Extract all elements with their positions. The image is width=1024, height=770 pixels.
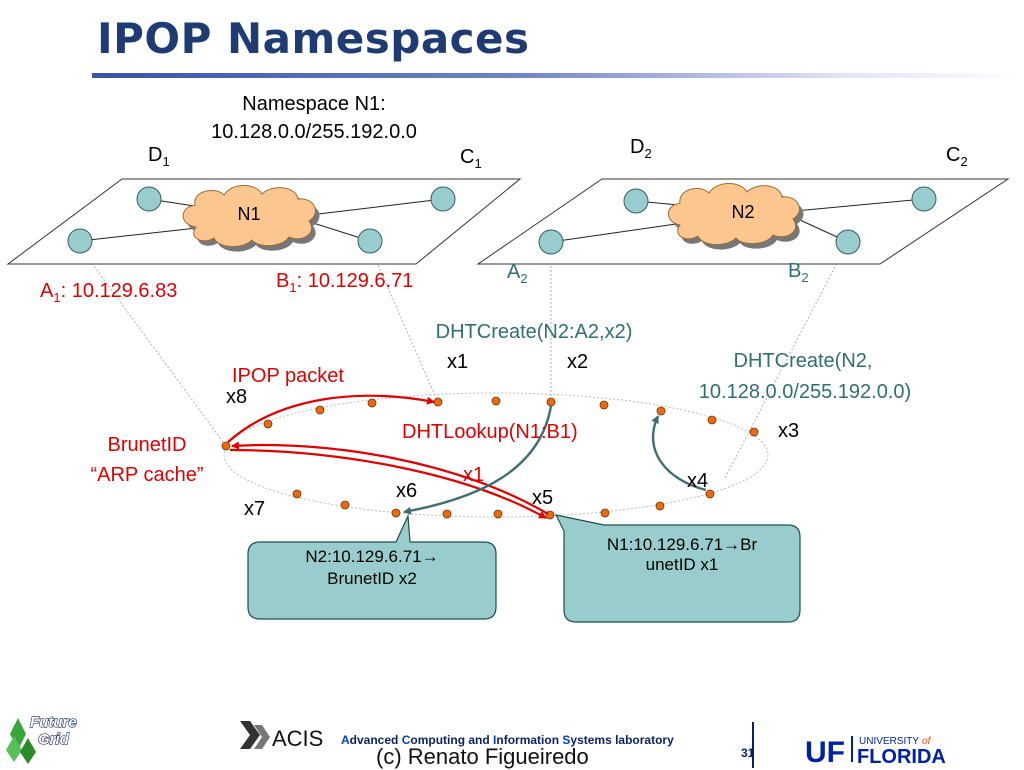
ring-nodes	[221, 396, 759, 520]
ring-node-x4[interactable]	[705, 489, 715, 499]
projection-line-b1	[369, 246, 439, 403]
ring-node-x2[interactable]	[546, 397, 556, 407]
lookup-reply-arrow	[231, 441, 549, 515]
dhtcreate-a2-arrow	[403, 405, 553, 515]
callout-right-line2: unetID x1	[646, 555, 719, 574]
label-c2: C2	[946, 144, 968, 169]
node-d1[interactable]	[136, 186, 162, 212]
ring-node[interactable]	[340, 500, 350, 510]
brunetid-label-line2: “ARP cache”	[90, 464, 203, 486]
acis-logo: ACIS	[240, 721, 323, 751]
page-number: 31	[741, 746, 755, 760]
namespace-n2-plane: N2	[476, 178, 1010, 265]
node-c1[interactable]	[430, 186, 456, 212]
namespace-n1-plane: N1	[6, 178, 522, 265]
lab-name: Advanced Computing and Information Syste…	[341, 733, 674, 747]
ring-node[interactable]	[656, 406, 666, 416]
label-d1: D1	[148, 144, 170, 169]
author-credit: (c) Renato Figueiredo	[376, 744, 589, 769]
ring-node-x3[interactable]	[749, 427, 759, 437]
brunet-ring	[223, 392, 769, 518]
n1-cloud-label: N1	[237, 204, 260, 224]
ring-label-x1: x1	[447, 351, 468, 373]
ring-node-x1[interactable]	[433, 397, 443, 407]
label-a2: A2	[507, 261, 528, 286]
n2-link-c2	[794, 198, 925, 212]
ring-node[interactable]	[707, 415, 717, 425]
dhtcreate-a2-label: DHTCreate(N2:A2,x2)	[436, 321, 633, 343]
ring-label-x4: x4	[687, 470, 708, 492]
page-divider	[752, 722, 754, 768]
dhtlookup-label: DHTLookup(N1:B1)	[402, 421, 578, 443]
ring-label-x8: x8	[226, 386, 247, 408]
ring-node-x7[interactable]	[292, 489, 302, 499]
ipop-packet-arrow	[227, 394, 435, 443]
ring-label-x7: x7	[244, 498, 265, 520]
uf-logo-mark: UF	[805, 736, 845, 766]
namespace-n1-range: 10.128.0.0/255.192.0.0	[211, 121, 417, 143]
label-d2: D2	[630, 136, 652, 161]
node-d2[interactable]	[623, 188, 649, 214]
label-b2: B2	[788, 260, 809, 285]
ring-node-x5[interactable]	[545, 510, 555, 520]
cloud-icon	[182, 185, 320, 252]
callout-left-line1: N2:10.129.6.71→	[305, 547, 438, 566]
ring-label-x1-red: x1	[463, 464, 484, 486]
ring-label-x6: x6	[396, 480, 417, 502]
uf-logo-florida: FLORIDA	[857, 746, 946, 766]
namespace-n1-title: Namespace N1:	[242, 93, 385, 115]
node-a1[interactable]	[67, 228, 93, 254]
ring-node-x6[interactable]	[391, 508, 401, 518]
projection-line-a1	[79, 246, 227, 447]
futuregrid-logo-line1: Future	[30, 714, 77, 731]
node-a2[interactable]	[538, 229, 564, 255]
label-b1: B1: 10.129.6.71	[276, 270, 413, 295]
label-c1: C1	[460, 146, 482, 171]
futuregrid-logo: Future Grid	[6, 713, 77, 764]
projection-lines	[79, 241, 849, 479]
projection-line-b2	[724, 241, 849, 479]
callout-right	[554, 514, 801, 623]
red-arrows	[227, 394, 549, 519]
callout-left-line2: BrunetID x2	[327, 569, 417, 588]
ipop-packet-label: IPOP packet	[232, 365, 344, 387]
ring-node[interactable]	[367, 398, 377, 408]
slide-title: IPOP Namespaces	[97, 14, 530, 63]
dhtcreate-n2-arrow	[651, 415, 707, 492]
node-b2[interactable]	[835, 229, 861, 255]
futuregrid-logo-line2: Grid	[38, 731, 70, 748]
ring-node[interactable]	[493, 509, 503, 519]
brunetid-label-line1: BrunetID	[108, 434, 187, 456]
lookup-request-arrow	[229, 448, 547, 519]
title-rule	[92, 73, 1024, 78]
ring-node[interactable]	[442, 509, 452, 519]
cloud-icon	[667, 183, 804, 250]
ring-label-x5: x5	[532, 487, 553, 509]
ring-node[interactable]	[600, 508, 610, 518]
dhtcreate-n2-label-line2: 10.128.0.0/255.192.0.0)	[699, 381, 911, 403]
ring-node[interactable]	[599, 400, 609, 410]
teal-arrows	[403, 405, 707, 515]
n1-link-c1	[309, 198, 444, 216]
label-a1: A1: 10.129.6.83	[40, 280, 177, 305]
callout-right-line1: N1:10.129.6.71→Br	[607, 535, 758, 554]
ring-node[interactable]	[263, 419, 273, 429]
ring-node[interactable]	[315, 405, 325, 415]
n2-cloud-label: N2	[731, 202, 754, 222]
ring-node[interactable]	[491, 396, 501, 406]
ring-label-x3: x3	[778, 420, 799, 442]
n2-link-a2	[550, 221, 691, 243]
ring-node-x8[interactable]	[221, 441, 231, 451]
node-b1[interactable]	[357, 228, 383, 254]
ring-label-x2: x2	[567, 351, 588, 373]
ring-node[interactable]	[655, 501, 665, 511]
acis-logo-text: ACIS	[272, 726, 323, 751]
callout-left	[247, 513, 497, 620]
dhtcreate-n2-label-line1: DHTCreate(N2,	[734, 350, 873, 372]
node-c2[interactable]	[911, 186, 937, 212]
